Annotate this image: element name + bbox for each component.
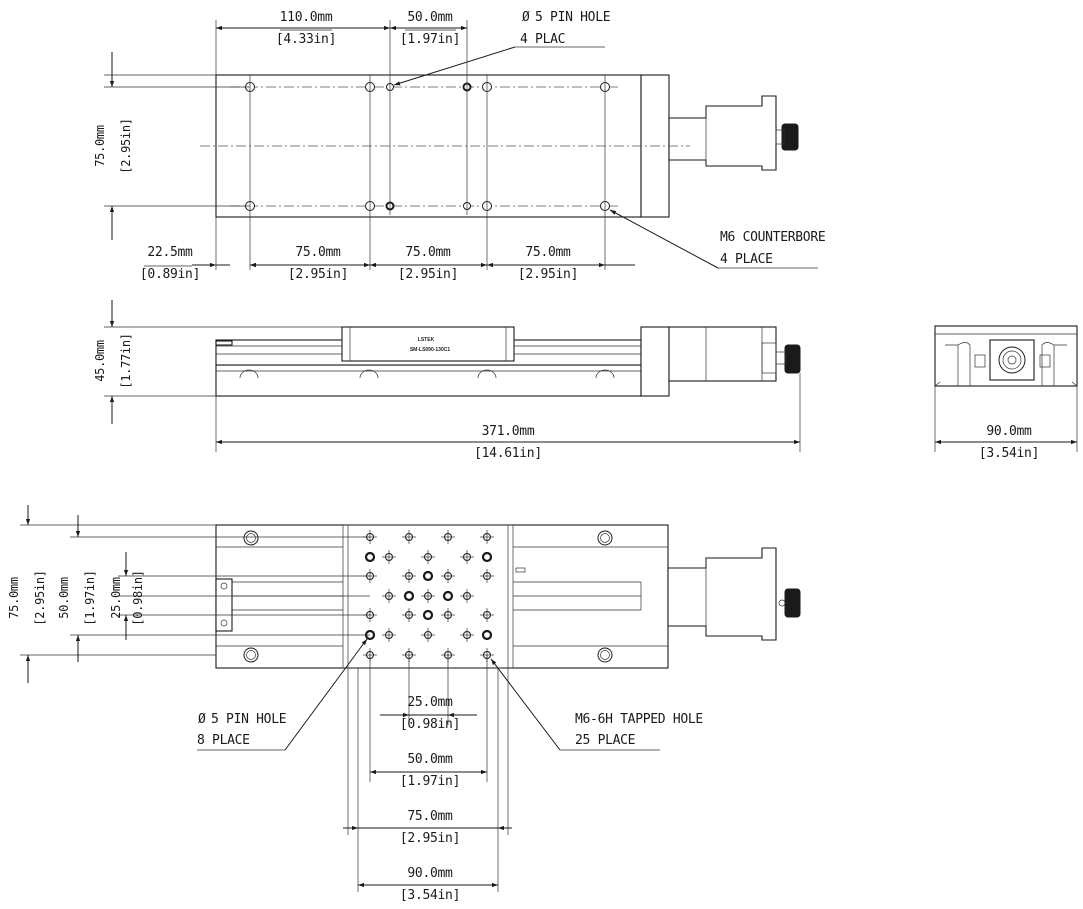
bottom-pin-note-line1: 5 PIN HOLE	[211, 712, 286, 727]
dim-50-h-mm: 50.0mm	[407, 752, 453, 767]
dim-50-mm: 50.0mm	[407, 10, 453, 25]
pin-hole	[442, 590, 454, 602]
dim-75-b-in: [2.95in]	[398, 267, 458, 282]
tapped-note-line1: M6-6H TAPPED HOLE	[575, 712, 703, 727]
bottom-view: 75.0mm [2.95in] 50.0mm [1.97in] 25.0mm […	[7, 505, 801, 903]
dim-25-h-mm: 25.0mm	[407, 695, 453, 710]
bottom-view-motor-knob	[784, 588, 801, 618]
counterbore-hole	[597, 530, 613, 546]
dim-90-end-in: [3.54in]	[979, 446, 1039, 461]
pin-hole	[422, 609, 434, 621]
side-view: LSTEK SM-LS090-130C1 45.0mm [1.77in] 371…	[93, 300, 801, 461]
top-view-motor-knob	[781, 123, 799, 151]
top-view: 110.0mm [4.33in] 50.0mm [1.97in] Ø 5 PIN…	[93, 10, 826, 282]
bottom-pin-note-line2: 8 PLACE	[197, 733, 250, 748]
side-view-motor-knob	[784, 344, 801, 374]
dim-110-mm: 110.0mm	[280, 10, 333, 25]
dim-90-end-mm: 90.0mm	[986, 424, 1032, 439]
dim-75-bottom-mm: 75.0mm	[7, 577, 21, 619]
carriage-brand-label: LSTEK	[418, 337, 435, 343]
bottom-pin-note-symbol: Ø	[198, 712, 206, 727]
top-view-motor-flange	[668, 95, 777, 171]
pin-note-symbol: Ø	[522, 10, 530, 25]
dim-45-mm: 45.0mm	[93, 340, 107, 382]
dim-75-a-in: [2.95in]	[288, 267, 348, 282]
dim-25-bottom-mm: 25.0mm	[109, 577, 123, 619]
dim-22-5-mm: 22.5mm	[147, 245, 193, 260]
tapped-note-line2: 25 PLACE	[575, 733, 635, 748]
dim-75-height-mm: 75.0mm	[93, 125, 107, 167]
dim-50-h-in: [1.97in]	[400, 774, 460, 789]
dim-50-bottom-mm: 50.0mm	[57, 577, 71, 619]
pin-note-line2: 4 PLAC	[520, 32, 565, 47]
counterbore-hole	[243, 647, 259, 663]
pin-note-line1: 5 PIN HOLE	[535, 10, 610, 25]
side-view-carriage	[341, 326, 515, 362]
dim-110-in: [4.33in]	[276, 32, 336, 47]
counterbore-note-line2: 4 PLACE	[720, 252, 773, 267]
dim-75-height-in: [2.95in]	[119, 118, 133, 173]
counterbore-note-line1: M6 COUNTERBORE	[720, 230, 825, 245]
dim-25-bottom-in: [0.98in]	[131, 570, 145, 625]
carriage-model-label: SM-LS090-130C1	[410, 347, 451, 353]
pin-hole	[364, 551, 376, 563]
dim-25-h-in: [0.98in]	[400, 717, 460, 732]
bottom-view-base	[215, 524, 669, 669]
counterbore-hole	[597, 647, 613, 663]
side-view-base	[215, 364, 642, 397]
dim-75-c-in: [2.95in]	[518, 267, 578, 282]
pin-hole	[422, 570, 434, 582]
pin-hole	[481, 551, 493, 563]
dim-75-h-mm: 75.0mm	[407, 809, 453, 824]
dim-75-b-mm: 75.0mm	[405, 245, 451, 260]
side-view-motor	[668, 326, 777, 382]
dim-75-c-mm: 75.0mm	[525, 245, 571, 260]
dim-90-h-mm: 90.0mm	[407, 866, 453, 881]
dim-50-in: [1.97in]	[400, 32, 460, 47]
dim-22-5-in: [0.89in]	[140, 267, 200, 282]
dim-50-bottom-in: [1.97in]	[83, 570, 97, 625]
pin-hole	[481, 629, 493, 641]
bottom-view-motor	[667, 547, 777, 641]
dim-75-h-in: [2.95in]	[400, 831, 460, 846]
pin-hole	[403, 590, 415, 602]
dim-371-mm: 371.0mm	[482, 424, 535, 439]
dim-90-h-in: [3.54in]	[400, 888, 460, 903]
end-view: 90.0mm [3.54in]	[934, 325, 1078, 461]
counterbore-hole	[243, 530, 259, 546]
dim-45-in: [1.77in]	[119, 333, 133, 388]
dim-75-a-mm: 75.0mm	[295, 245, 341, 260]
dim-371-in: [14.61in]	[474, 446, 542, 461]
dim-75-bottom-in: [2.95in]	[33, 570, 47, 625]
